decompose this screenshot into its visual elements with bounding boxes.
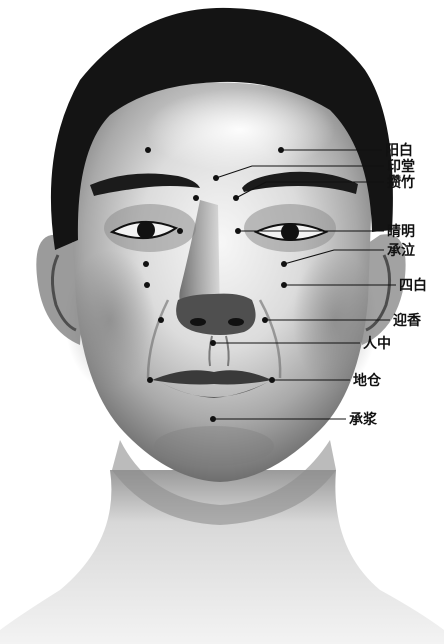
nose-tip [176,294,255,335]
point-zanzhu-left [193,195,199,201]
right-iris [281,223,299,241]
point-dicang-left [147,377,153,383]
nostril-right [228,318,244,326]
label-chengqi: 承泣 [387,242,415,259]
label-renzhong: 人中 [363,335,391,352]
chin-shadow [154,426,274,466]
nostril-left [190,318,206,326]
point-yingxiang-left [158,317,164,323]
point-chengqi-left [143,261,149,267]
label-yintang: 印堂 [387,158,415,175]
label-chengjiang: 承浆 [349,411,378,428]
label-yingxiang: 迎香 [393,312,422,329]
label-yangbai: 阳白 [385,142,413,159]
point-jingming-left [177,228,183,234]
label-sibai: 四白 [399,277,427,294]
label-dicang: 地仓 [353,372,382,389]
label-jingming: 睛明 [387,223,415,240]
forehead-highlight [145,88,335,172]
point-yangbai-left [145,147,151,153]
label-zanzhu: 攒竹 [387,174,415,191]
left-cheek-shadow [65,250,155,390]
point-sibai-left [144,282,150,288]
left-iris [137,221,155,239]
